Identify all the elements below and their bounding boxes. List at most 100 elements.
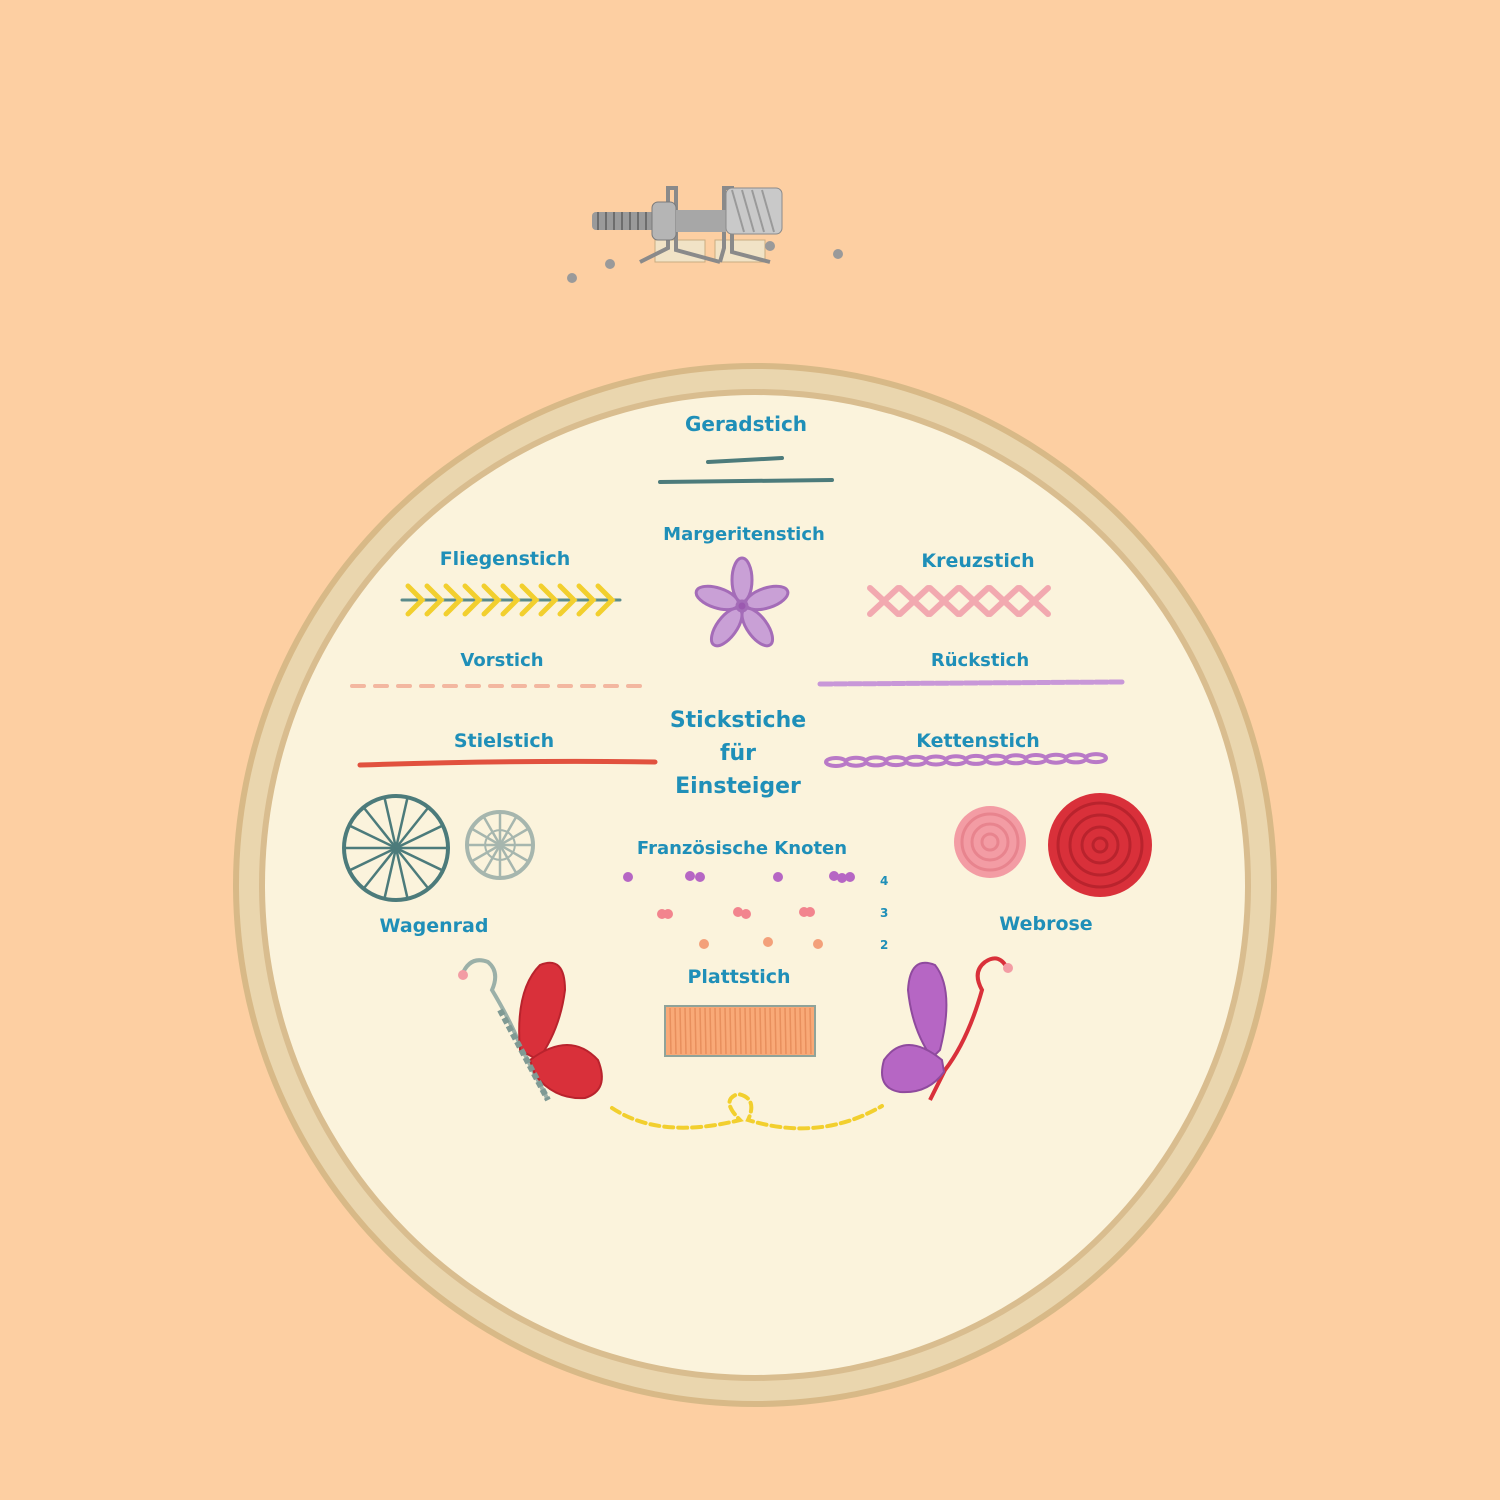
french-knot	[695, 872, 705, 882]
label-fliegenstich: Fliegenstich	[439, 548, 571, 570]
cross-stitch	[957, 585, 991, 617]
fly-stitch	[405, 583, 426, 617]
fly-stitch	[576, 583, 597, 617]
french-knot	[623, 872, 633, 882]
french-knot	[813, 939, 823, 949]
french-knot	[699, 939, 709, 949]
fly-stitch	[500, 583, 521, 617]
wheel-spoke	[498, 844, 518, 875]
yellow-loop-ornament	[610, 1091, 884, 1131]
wheel-spoke	[383, 797, 398, 849]
satin-stitch	[734, 1007, 737, 1055]
wheel-weave	[484, 829, 516, 861]
satin-stitch	[779, 1007, 782, 1055]
title-line-3: Einsteiger	[675, 774, 801, 799]
label-webrose: Webrose	[999, 913, 1093, 935]
cross-stitch	[987, 585, 1021, 617]
french-knot	[837, 873, 847, 883]
chain-link	[1084, 752, 1108, 765]
cross-stitch	[927, 585, 961, 617]
wheel-spoke	[362, 806, 397, 849]
satin-stitch	[729, 1007, 732, 1055]
french-knot	[763, 937, 773, 947]
hoop-screw-icon	[567, 186, 843, 283]
knot-count-4: 4	[880, 874, 889, 888]
satin-stitch	[784, 1007, 787, 1055]
satin-stitch	[679, 1007, 682, 1055]
fliegenstich-sample	[400, 583, 622, 617]
french-knot	[773, 872, 783, 882]
fly-stitch	[519, 583, 540, 617]
satin-stitch	[704, 1007, 707, 1055]
satin-stitch	[754, 1007, 757, 1055]
satin-stitch	[799, 1007, 802, 1055]
butterfly-left	[458, 958, 603, 1102]
cross-stitch	[867, 585, 901, 617]
label-stielstich: Stielstich	[453, 730, 555, 752]
title-line-2: für	[719, 741, 757, 766]
satin-stitch	[674, 1007, 677, 1055]
cross-stitch	[1017, 585, 1051, 617]
satin-stitch	[764, 1007, 767, 1055]
satin-stitch	[669, 1007, 672, 1055]
wheel-spoke	[395, 847, 430, 890]
satin-stitch	[744, 1007, 747, 1055]
rueckstich-sample	[817, 679, 1125, 687]
wheel-spoke	[499, 827, 530, 847]
label-franzoesische-knoten: Französische Knoten	[636, 838, 848, 859]
kreuzstich-sample	[867, 585, 1051, 617]
embroidery-hoop	[233, 363, 1277, 1407]
knot-count-2: 2	[880, 938, 889, 952]
satin-stitch	[794, 1007, 797, 1055]
label-geradstich: Geradstich	[684, 412, 808, 436]
wagenrad-large	[342, 794, 450, 902]
stielstich-sample	[357, 758, 658, 768]
label-kettenstich: Kettenstich	[916, 730, 1040, 752]
fly-stitch	[538, 583, 559, 617]
fly-stitch	[595, 583, 616, 617]
wheel-spoke	[394, 797, 409, 849]
butterfly-right	[881, 956, 1013, 1101]
wheel-spoke	[383, 847, 398, 899]
satin-stitch	[719, 1007, 722, 1055]
wheel-spoke	[394, 847, 409, 899]
fabric	[265, 395, 1245, 1375]
satin-stitch	[699, 1007, 702, 1055]
satin-stitch	[684, 1007, 687, 1055]
french-knot	[733, 907, 743, 917]
plattstich-sample	[664, 1005, 816, 1057]
french-knot	[663, 909, 673, 919]
label-wagenrad: Wagenrad	[379, 915, 489, 937]
webrose-pink	[954, 806, 1026, 878]
wheel-spoke	[362, 847, 397, 890]
satin-stitch	[724, 1007, 727, 1055]
satin-stitch	[714, 1007, 717, 1055]
french-knot	[845, 872, 855, 882]
margeritenstich-flower	[694, 556, 790, 648]
label-margeritenstich: Margeritenstich	[663, 524, 825, 545]
label-rueckstich: Rückstich	[930, 650, 1030, 671]
satin-stitch	[694, 1007, 697, 1055]
title-line-1: Stickstiche	[669, 708, 807, 733]
french-knot	[829, 871, 839, 881]
franzoesische-knoten-sample	[623, 871, 855, 949]
satin-stitch	[804, 1007, 807, 1055]
geradstich-sample	[658, 456, 834, 484]
fly-stitch	[443, 583, 464, 617]
cross-stitch	[897, 585, 931, 617]
french-knot	[685, 871, 695, 881]
label-vorstich: Vorstich	[460, 650, 544, 671]
wheel-spoke	[499, 843, 530, 863]
satin-stitch	[809, 1007, 812, 1055]
wheel-spoke	[498, 815, 518, 846]
webrose-red	[1048, 793, 1152, 897]
wheel-spoke	[470, 827, 501, 847]
label-plattstich: Plattstich	[687, 966, 791, 988]
satin-stitch	[769, 1007, 772, 1055]
fly-stitch	[557, 583, 578, 617]
wagenrad-small	[465, 810, 535, 880]
knot-count-3: 3	[880, 906, 889, 920]
fly-stitch	[462, 583, 483, 617]
wheel-spoke	[348, 824, 397, 850]
